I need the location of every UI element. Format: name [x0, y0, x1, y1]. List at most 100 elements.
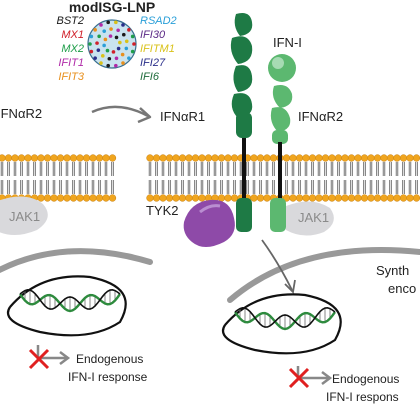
response-left-line2: IFN-I response: [68, 370, 148, 384]
lnp-dot: [106, 20, 110, 25]
lnp-dot: [93, 56, 97, 60]
nucleus-envelope-right: [227, 247, 420, 303]
lipid-head: [334, 194, 343, 202]
lipid-head: [63, 154, 71, 162]
lipid-head: [412, 154, 420, 162]
lipid-head: [37, 154, 45, 162]
lnp-dot: [127, 56, 131, 60]
lipid-head: [198, 194, 206, 202]
lipid-head: [399, 154, 408, 162]
lipid-head: [89, 154, 97, 162]
lipid-head: [165, 194, 174, 202]
lipid-head: [386, 154, 395, 162]
ifn-i-label: IFN-I: [273, 35, 302, 50]
lnp-dot: [121, 32, 126, 37]
lipid-head: [102, 194, 110, 202]
lipid-head: [341, 154, 349, 162]
lipid-head: [185, 194, 193, 202]
lnp-dot: [99, 61, 103, 65]
jak1-left: JAK1: [0, 196, 48, 235]
lipid-head: [321, 154, 330, 162]
lipid-head: [373, 194, 382, 202]
lipid-head: [56, 154, 65, 162]
lipid-head: [380, 194, 388, 202]
cell-membrane-right: [146, 154, 420, 202]
transition-arrowhead: [137, 107, 152, 124]
lipid-head: [211, 154, 219, 162]
lipid-head: [230, 154, 239, 162]
left-gene-1: MX1: [61, 29, 84, 41]
dna-strand: [19, 289, 121, 310]
lipid-head: [308, 194, 317, 202]
lipid-head: [50, 154, 58, 162]
lipid-head: [76, 194, 84, 202]
lipid-head: [30, 154, 39, 162]
lipid-head: [95, 154, 104, 162]
signal-arrowhead: [284, 279, 296, 294]
lnp-dot: [93, 28, 97, 32]
lnp-dot: [127, 28, 131, 32]
dna-loop-line: [7, 275, 127, 337]
lnp-dot: [106, 63, 110, 68]
lnp-dot: [96, 48, 101, 52]
lipid-head: [217, 154, 226, 162]
right-gene-3: IFI27: [140, 57, 166, 69]
lnp-dot: [132, 42, 136, 46]
right-gene-4: IFI6: [140, 71, 160, 83]
lipid-head: [191, 194, 200, 202]
left-gene-3: IFIT1: [58, 57, 84, 69]
ifnar1-receptor: [230, 13, 253, 232]
response-right-line1: Endogenous: [332, 372, 399, 386]
lnp-title: modISG-LNP: [69, 0, 155, 15]
lnp-dot: [118, 40, 122, 45]
lipid-head: [43, 194, 52, 202]
lnp-dot: [89, 49, 94, 54]
lipid-head: [406, 194, 414, 202]
ifnar1-label: IFNαR1: [160, 109, 205, 124]
lipid-head: [380, 154, 388, 162]
right-gene-0: RSAD2: [140, 15, 177, 27]
dna-strand: [19, 293, 121, 313]
lipid-head: [367, 194, 375, 202]
lnp-dot: [102, 43, 106, 48]
left-gene-0: BST2: [56, 15, 84, 27]
lipid-head: [63, 194, 71, 202]
lnp-dot: [124, 46, 129, 51]
lipid-head: [172, 194, 180, 202]
lipid-head: [360, 194, 369, 202]
lipid-head: [4, 154, 13, 162]
lipid-head: [256, 194, 265, 202]
block-x-right: [288, 367, 310, 389]
lipid-head: [172, 154, 180, 162]
lnp-dot: [99, 23, 103, 27]
lnp-dot: [124, 39, 129, 44]
ifn-i-ligand: [268, 54, 296, 82]
lipid-head: [17, 154, 26, 162]
lipid-head: [95, 194, 104, 202]
lnp-dot: [109, 27, 113, 31]
lipid-head: [250, 194, 258, 202]
lipid-head: [399, 194, 408, 202]
lipid-head: [250, 154, 258, 162]
jak1-right-label: JAK1: [298, 210, 329, 225]
lipid-head: [24, 154, 32, 162]
lnp-dot: [102, 29, 107, 33]
jak1-left-label: JAK1: [9, 209, 40, 224]
lipid-head: [308, 154, 317, 162]
lipid-head: [0, 154, 6, 162]
ifnar2-left-label: IFNαR2: [0, 106, 42, 121]
lipid-head: [393, 194, 401, 202]
lnp-dot: [116, 28, 120, 33]
dna-loop-line: [222, 293, 342, 355]
lipid-head: [393, 154, 401, 162]
transition-arrow: [91, 105, 149, 118]
lipid-head: [69, 194, 78, 202]
response-right-line2: IFN-I respons: [326, 390, 399, 404]
lipid-head: [289, 154, 297, 162]
lipid-head: [178, 194, 187, 202]
lipid-head: [354, 194, 362, 202]
lipid-head: [360, 154, 369, 162]
lipid-head: [341, 194, 349, 202]
